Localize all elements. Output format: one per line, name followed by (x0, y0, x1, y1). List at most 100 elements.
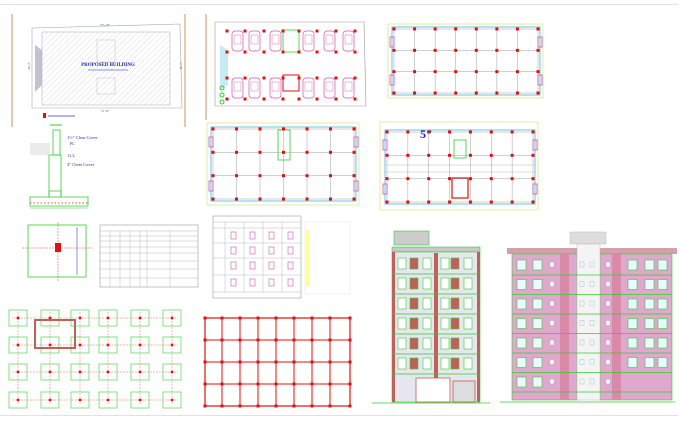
window (627, 318, 638, 329)
left-dimension: 42'-2" (27, 61, 31, 70)
window (644, 259, 655, 271)
column-mark (427, 177, 431, 181)
column-mark (510, 153, 514, 157)
column-mark (468, 177, 472, 181)
column-mark (258, 197, 262, 201)
column-mark (274, 316, 278, 320)
car-outline (231, 77, 244, 99)
column-mark (353, 29, 357, 33)
column-mark (353, 50, 357, 54)
small-window (589, 378, 595, 385)
column-section (249, 261, 256, 270)
footing-outline (8, 363, 28, 381)
ground-level-label: G.L (68, 153, 75, 158)
column-section (268, 246, 275, 255)
column-mark (138, 343, 142, 347)
column-mark (328, 316, 332, 320)
column-mark (243, 50, 247, 54)
footing-outline (162, 363, 182, 381)
column-mark (392, 70, 396, 74)
column-mark (352, 197, 356, 201)
foundation-plan (8, 309, 182, 409)
small-window (589, 320, 595, 326)
column-mark (406, 130, 410, 134)
column-mark (138, 370, 142, 374)
plinth-label: PL (70, 141, 75, 146)
car-outline (271, 34, 280, 45)
column-mark (310, 404, 314, 408)
window (463, 317, 473, 330)
column-mark (454, 27, 458, 31)
footing-outline (98, 309, 118, 327)
column-mark (262, 76, 266, 80)
window (532, 259, 543, 271)
column-mark (433, 48, 437, 52)
footing-outline (70, 391, 90, 409)
column-section (249, 278, 256, 287)
window (422, 277, 432, 290)
footing-schedule-table (99, 224, 199, 288)
column-section (249, 246, 256, 255)
column-mark (170, 316, 174, 320)
car-outline (231, 30, 244, 52)
small-window (605, 300, 611, 307)
column-mark (281, 50, 285, 54)
column-mark (220, 338, 224, 342)
column-mark (310, 360, 314, 364)
column-mark (48, 370, 52, 374)
column-mark (352, 150, 356, 154)
column-mark (238, 382, 242, 386)
column-mark (385, 153, 389, 157)
column-mark (16, 343, 20, 347)
column-mark (203, 338, 207, 342)
stair-roof (393, 230, 430, 246)
column-mark (348, 338, 352, 342)
car-outline (344, 34, 353, 45)
column-section (287, 231, 294, 240)
column-mark (138, 398, 142, 402)
column-mark (78, 343, 82, 347)
column-mark (274, 382, 278, 386)
footing-outline (130, 336, 150, 354)
column-mark (406, 153, 410, 157)
car-outline (271, 81, 280, 92)
window (450, 257, 460, 270)
car-outline (233, 81, 242, 92)
cover-top-label: 1½" Clear Cover (67, 135, 98, 140)
window (644, 318, 655, 329)
column-mark (328, 404, 332, 408)
column-mark (235, 127, 238, 131)
window (422, 357, 432, 370)
column-mark (353, 97, 357, 101)
window (440, 337, 450, 350)
column-mark (329, 197, 332, 201)
balcony (382, 183, 388, 195)
column-mark (281, 97, 285, 101)
window (516, 376, 527, 388)
column-mark (48, 398, 52, 402)
column-mark (489, 153, 493, 157)
column-mark (243, 29, 247, 33)
column-mark (78, 316, 82, 320)
window (627, 357, 638, 368)
footing-outline (162, 336, 182, 354)
car-outline (302, 30, 315, 52)
column-mark (292, 382, 296, 386)
column-mark (495, 48, 499, 52)
column-mark (536, 91, 540, 95)
column-section (268, 261, 275, 270)
column-mark (78, 370, 82, 374)
car-outline (304, 81, 313, 92)
grade-beam-plan (203, 316, 352, 408)
column-mark (315, 97, 319, 101)
column-mark (274, 338, 278, 342)
column-mark (258, 127, 262, 131)
column-mark (225, 76, 229, 80)
column-mark (292, 404, 296, 408)
column-mark (238, 404, 242, 408)
site-plan: PROPOSED BUILDING 73'-10" 71'-8" 42'-2" … (11, 14, 186, 127)
small-window (579, 261, 585, 268)
footing-outline (70, 336, 90, 354)
column-mark (281, 29, 285, 33)
